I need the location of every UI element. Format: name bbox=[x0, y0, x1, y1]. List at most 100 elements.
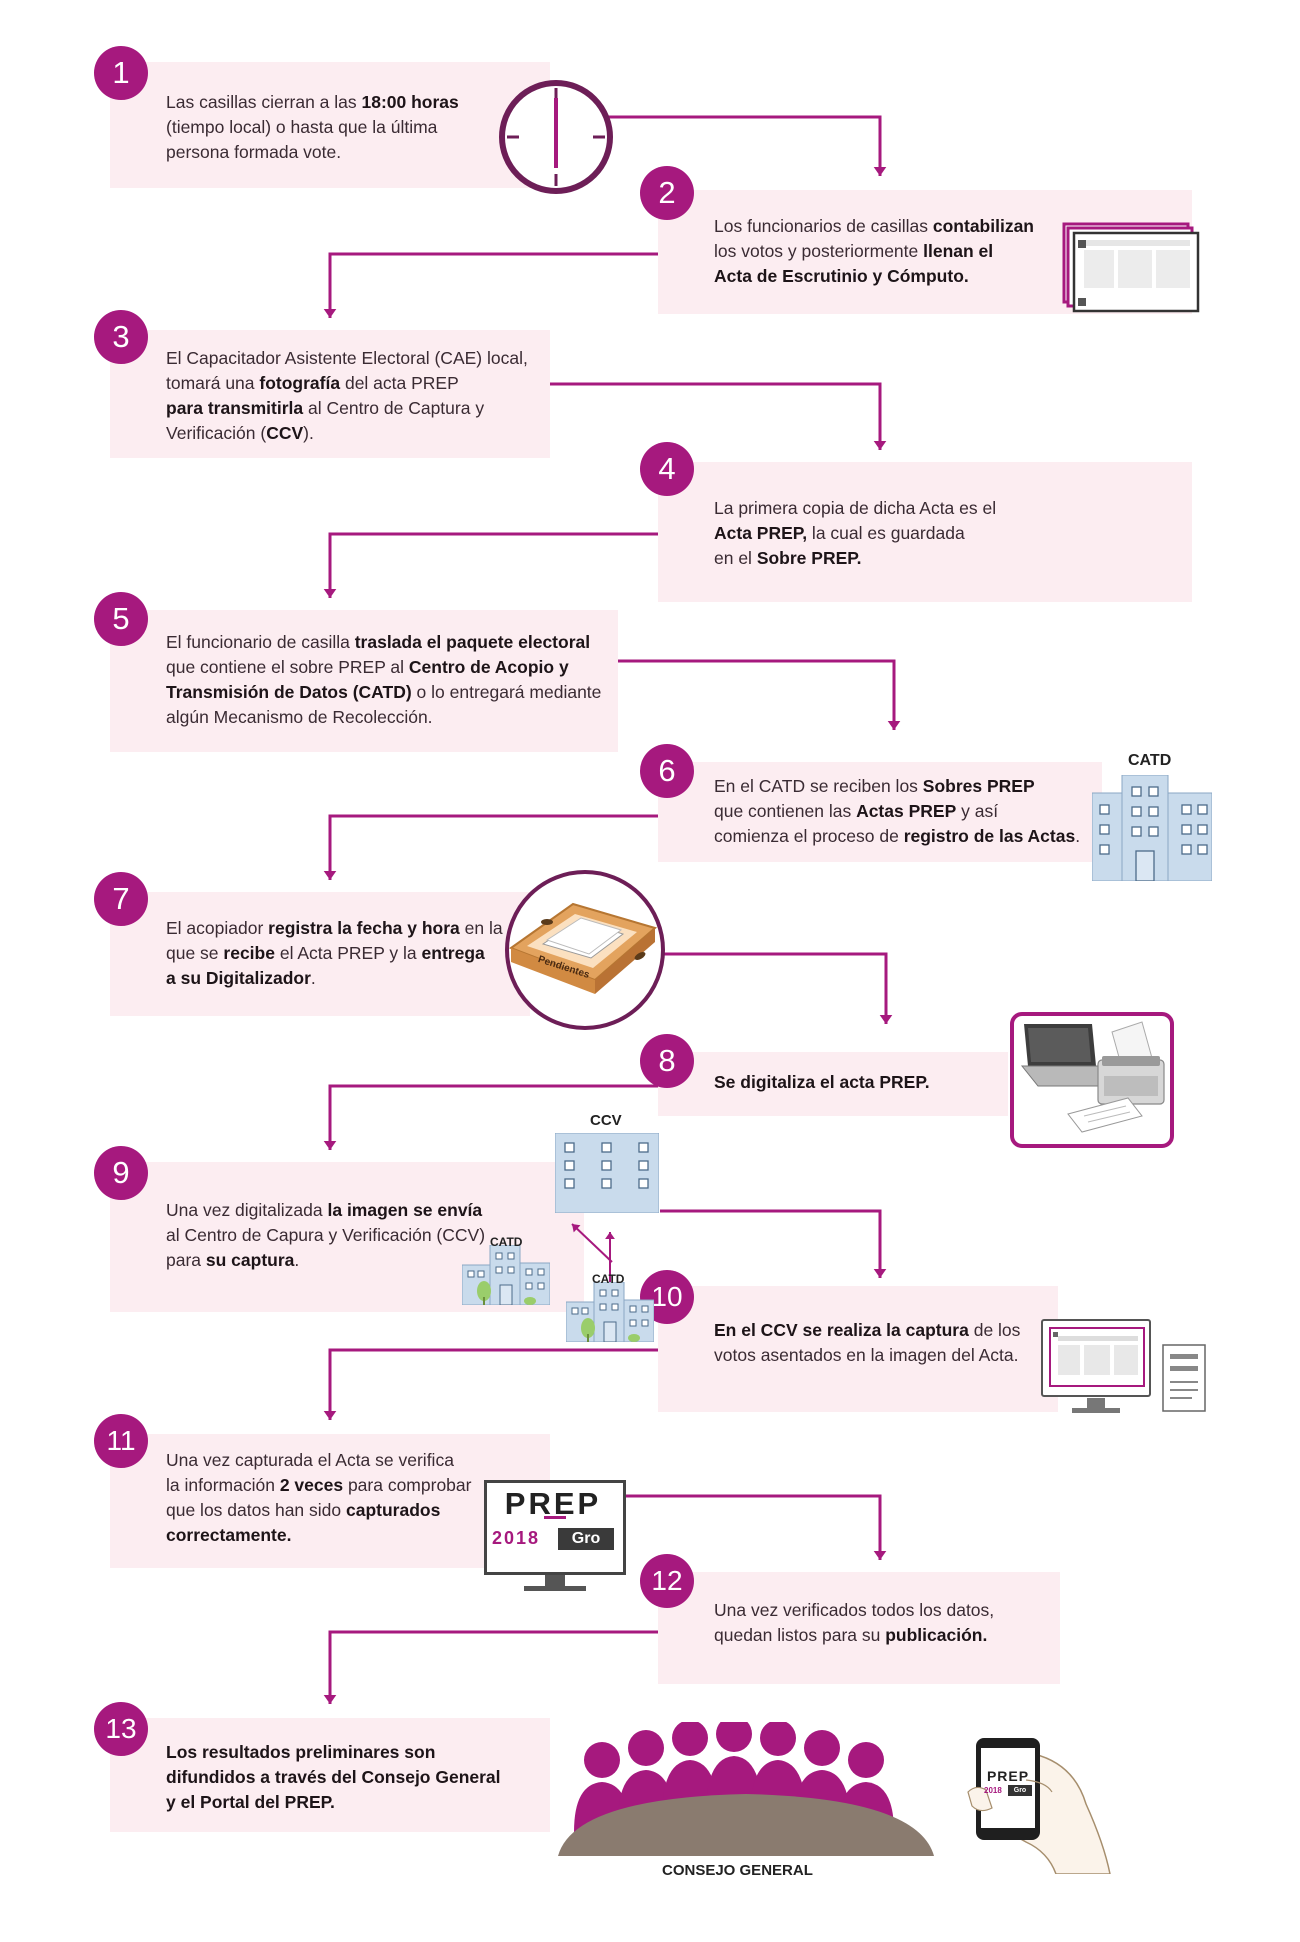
step-3-text-part: ). bbox=[303, 423, 314, 443]
step-7-text-part: en la bbox=[459, 918, 503, 938]
step-7-text-part: . bbox=[310, 968, 316, 988]
people-icon bbox=[558, 1722, 934, 1856]
building-catd-small-icon bbox=[566, 1282, 654, 1342]
step-3-text-part: fotografía bbox=[259, 373, 341, 393]
building-catd-icon bbox=[1092, 775, 1212, 881]
connector-line bbox=[606, 115, 882, 176]
step-1-badge: 1 bbox=[94, 46, 148, 100]
step-9-text-part: . bbox=[294, 1250, 300, 1270]
step-4-text-part: Sobre PREP. bbox=[756, 548, 862, 568]
step-11-text-part: correctamente. bbox=[166, 1525, 292, 1545]
step-2-text: Los funcionarios de casillas contabiliza… bbox=[714, 214, 1034, 289]
step-7-text-part: que se bbox=[166, 943, 224, 963]
step-5-badge: 5 bbox=[94, 592, 148, 646]
connector-line bbox=[328, 1084, 658, 1150]
step-7-text-part: a su Digitalizador bbox=[166, 968, 311, 988]
step-11-text-part: capturados bbox=[346, 1500, 441, 1520]
step-11-text-part: 2 veces bbox=[279, 1475, 344, 1495]
step-8-text-part: Se digitaliza el acta PREP. bbox=[714, 1072, 930, 1092]
catd-label: CATD bbox=[1128, 752, 1172, 769]
connector-line bbox=[626, 1494, 882, 1560]
step-4-text-part: La primera copia de dicha Acta es el bbox=[714, 498, 997, 518]
step-4-text: La primera copia de dicha Acta es el Acta… bbox=[714, 496, 996, 571]
step-6-box bbox=[658, 762, 1102, 862]
acta-stack-icon bbox=[1062, 222, 1200, 313]
step-13-text-part: y el Portal del PREP. bbox=[166, 1792, 335, 1812]
step-8-box bbox=[658, 1052, 1008, 1116]
step-2-badge: 2 bbox=[640, 166, 694, 220]
step-12-text-part: publicación. bbox=[885, 1625, 988, 1645]
step-3-text-part: tomará una bbox=[166, 373, 260, 393]
connector-arrowhead bbox=[323, 1695, 337, 1704]
step-4-badge: 4 bbox=[640, 442, 694, 496]
connector-arrowhead bbox=[323, 1411, 337, 1420]
step-2-text-part: contabilizan bbox=[932, 216, 1034, 236]
step-12-badge: 12 bbox=[640, 1554, 694, 1608]
step-12-text-part: Una vez verificados todos los datos, bbox=[714, 1600, 995, 1620]
step-9-text-part: al Centro de Capura y Verificación (CCV) bbox=[166, 1225, 486, 1245]
connector-line bbox=[328, 814, 658, 880]
step-13-text-part: Los resultados preliminares son bbox=[166, 1742, 436, 1762]
step-7-badge: 7 bbox=[94, 872, 148, 926]
step-6-text-part: comienza el proceso de bbox=[714, 826, 904, 846]
step-3-text-part: Verificación ( bbox=[166, 423, 267, 443]
connector-arrowhead bbox=[879, 1015, 893, 1024]
connector-arrowhead bbox=[887, 721, 901, 730]
prep-monitor-icon: PREP 2018 Gro bbox=[484, 1480, 626, 1598]
connector-arrowhead bbox=[605, 1232, 615, 1239]
step-8-badge: 8 bbox=[640, 1034, 694, 1088]
phone-prep-state: Gro bbox=[1008, 1785, 1032, 1796]
connector-arrowhead bbox=[323, 589, 337, 598]
connector-line bbox=[618, 659, 896, 730]
phone-hand-icon: PREP 2018 Gro bbox=[964, 1734, 1114, 1874]
step-7-text-part: El acopiador bbox=[166, 918, 269, 938]
step-5-text-part: traslada el paquete electoral bbox=[354, 632, 591, 652]
step-8-text: Se digitaliza el acta PREP. bbox=[714, 1070, 930, 1095]
step-6-text-part: que contienen las bbox=[714, 801, 857, 821]
connector-arrowhead bbox=[323, 309, 337, 318]
step-3-badge: 3 bbox=[94, 310, 148, 364]
step-9-badge: 9 bbox=[94, 1146, 148, 1200]
step-10-text-part: En el CCV se realiza la captura bbox=[714, 1320, 969, 1340]
step-1-text-part: persona formada vote. bbox=[166, 142, 342, 162]
step-7-text-part: registra la fecha y hora bbox=[268, 918, 460, 938]
connector-line bbox=[328, 1348, 658, 1420]
phone-prep-year: 2018 bbox=[984, 1786, 1002, 1795]
step-7-text-part: recibe bbox=[223, 943, 275, 963]
step-11-text-part: la información bbox=[166, 1475, 280, 1495]
step-4-text-part: Acta PREP, bbox=[714, 523, 808, 543]
step-9-text-part: su captura bbox=[205, 1250, 295, 1270]
step-4-text-part: la cual es guardada bbox=[807, 523, 965, 543]
step-3-text-part: CCV bbox=[266, 423, 304, 443]
scanner-icon bbox=[1010, 1012, 1174, 1148]
connector-arrowhead bbox=[572, 1224, 581, 1233]
connector-line bbox=[328, 532, 658, 598]
building-catd-small-icon bbox=[462, 1245, 550, 1305]
step-5-text-part: que contiene el sobre PREP al bbox=[166, 657, 409, 677]
prep-year: 2018 bbox=[492, 1528, 541, 1548]
step-10-text-part: votos asentados en la imagen del Acta. bbox=[714, 1345, 1019, 1365]
step-3-text-part: al Centro de Captura y bbox=[303, 398, 485, 418]
step-3-text: El Capacitador Asistente Electoral (CAE)… bbox=[166, 346, 528, 446]
connector-arrowhead bbox=[873, 441, 887, 450]
step-6-badge: 6 bbox=[640, 744, 694, 798]
tray-icon: Pendientes bbox=[505, 870, 665, 1030]
step-2-text-part: llenan el bbox=[923, 241, 994, 261]
step-5-text-part: Centro de Acopio y bbox=[408, 657, 569, 677]
step-5-text-part: Transmisión de Datos (CATD) bbox=[166, 682, 412, 702]
step-6-text-part: Actas PREP bbox=[856, 801, 957, 821]
document-icon bbox=[1162, 1344, 1206, 1412]
monitor-acta-icon bbox=[1041, 1319, 1151, 1413]
step-1-box bbox=[110, 62, 550, 188]
ccv-label: CCV bbox=[590, 1112, 622, 1129]
connector-line bbox=[550, 382, 882, 450]
prep-word: PREP bbox=[504, 1486, 602, 1521]
step-6-text-part: En el CATD se reciben los bbox=[714, 776, 923, 796]
connector-arrowhead bbox=[323, 871, 337, 880]
catd-left-label: CATD bbox=[490, 1235, 523, 1249]
step-1-text-part: Las casillas cierran a las bbox=[166, 92, 362, 112]
